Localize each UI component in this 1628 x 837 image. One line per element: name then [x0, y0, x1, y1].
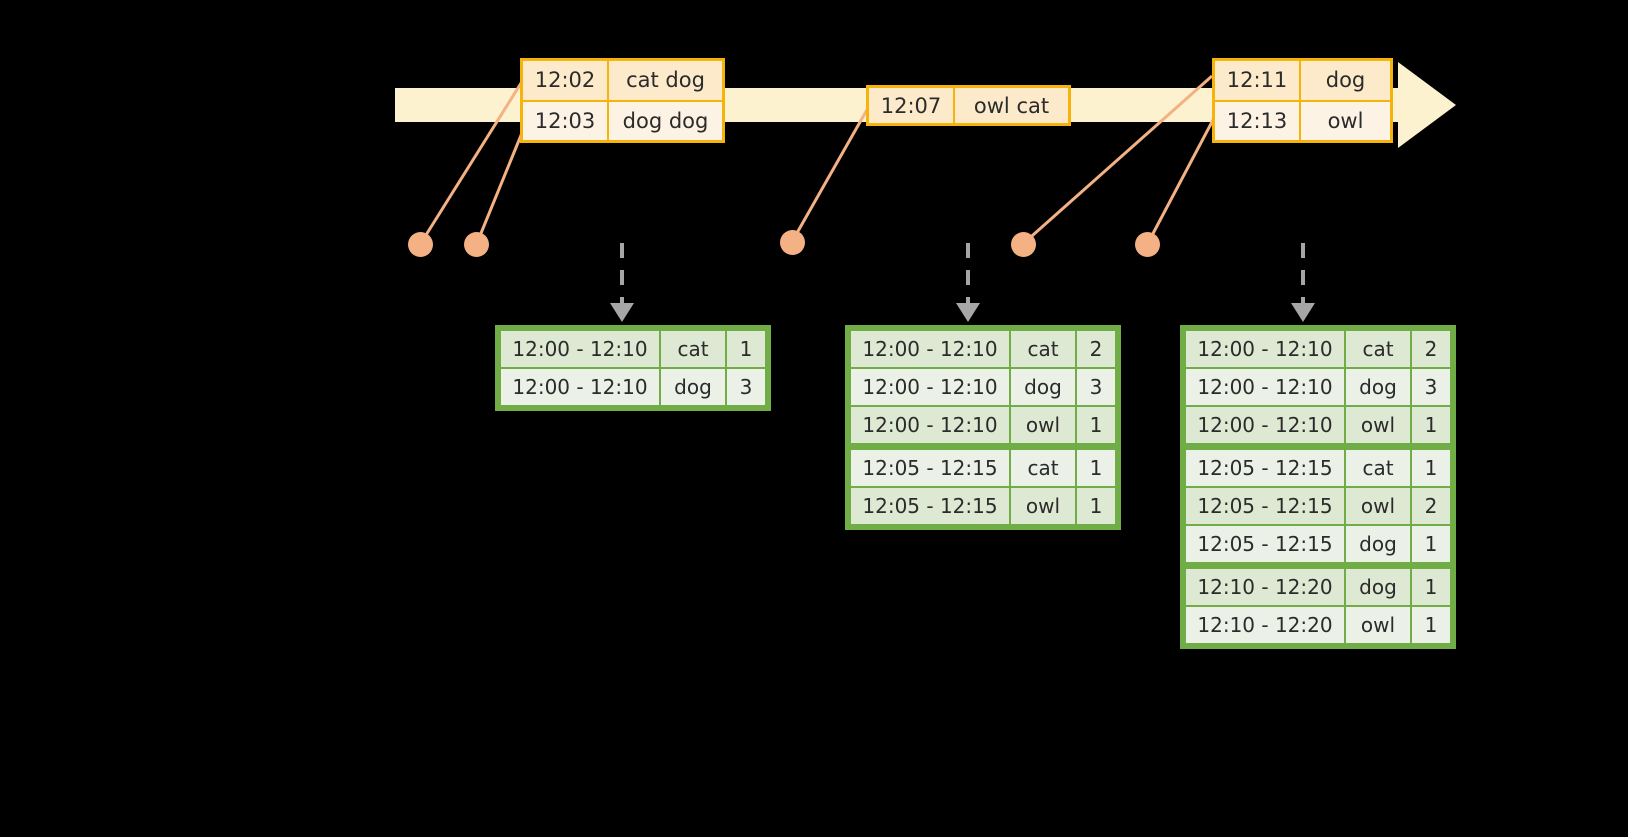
event-marker-dot [464, 232, 489, 257]
count-cell: 3 [1412, 369, 1450, 405]
count-cell: 1 [1412, 450, 1450, 486]
window-cell: 12:05 - 12:15 [1186, 488, 1344, 524]
word-cell: dog [1346, 569, 1410, 605]
event-box-1: 12:02 cat dog 12:03 dog dog [520, 58, 725, 143]
count-cell: 3 [727, 369, 765, 405]
window-cell: 12:00 - 12:10 [851, 331, 1009, 367]
count-cell: 3 [1077, 369, 1115, 405]
word-cell: owl [1346, 488, 1410, 524]
event-time: 12:07 [869, 88, 955, 123]
event-words: cat dog [626, 68, 705, 93]
event-time: 12:02 [523, 61, 609, 100]
window-cell: 12:10 - 12:20 [1186, 569, 1344, 605]
word-cell: owl [1011, 407, 1075, 443]
window-cell: 12:00 - 12:10 [851, 369, 1009, 405]
word-cell: cat [1011, 450, 1075, 486]
word-cell: dog [1346, 526, 1410, 562]
window-cell: 12:00 - 12:10 [501, 331, 659, 367]
word-cell: owl [1346, 407, 1410, 443]
window-cell: 12:00 - 12:10 [1186, 407, 1344, 443]
count-cell: 1 [727, 331, 765, 367]
word-cell: cat [661, 331, 725, 367]
event-box-2: 12:07 owl cat [866, 85, 1071, 126]
event-box-3: 12:11 dog 12:13 owl [1212, 58, 1393, 143]
count-cell: 1 [1077, 450, 1115, 486]
count-cell: 1 [1412, 569, 1450, 605]
word-cell: owl [1346, 607, 1410, 643]
word-cell: cat [1011, 331, 1075, 367]
count-cell: 1 [1412, 407, 1450, 443]
count-cell: 1 [1412, 607, 1450, 643]
event-row: 12:11 dog [1215, 61, 1390, 102]
word-cell: dog [661, 369, 725, 405]
window-cell: 12:05 - 12:15 [1186, 450, 1344, 486]
count-cell: 1 [1077, 488, 1115, 524]
event-row: 12:07 owl cat [869, 88, 1068, 123]
window-cell: 12:05 - 12:15 [851, 488, 1009, 524]
event-words: dog [1325, 68, 1366, 93]
word-cell: owl [1011, 488, 1075, 524]
event-time: 12:03 [523, 101, 609, 140]
window-cell: 12:05 - 12:15 [1186, 526, 1344, 562]
event-row: 12:13 owl [1215, 101, 1390, 140]
count-cell: 2 [1412, 331, 1450, 367]
event-words: dog dog [622, 108, 709, 133]
event-words: owl [1327, 108, 1364, 133]
window-cell: 12:00 - 12:10 [851, 407, 1009, 443]
count-cell: 1 [1077, 407, 1115, 443]
event-row: 12:03 dog dog [523, 101, 722, 140]
event-marker-dot [780, 230, 805, 255]
window-cell: 12:00 - 12:10 [1186, 369, 1344, 405]
window-cell: 12:00 - 12:10 [501, 369, 659, 405]
event-time: 12:13 [1215, 101, 1301, 140]
count-cell: 1 [1412, 526, 1450, 562]
event-marker-dot [408, 232, 433, 257]
window-cell: 12:10 - 12:20 [1186, 607, 1344, 643]
word-cell: cat [1346, 331, 1410, 367]
word-cell: dog [1011, 369, 1075, 405]
event-time: 12:11 [1215, 61, 1301, 100]
window-cell: 12:05 - 12:15 [851, 450, 1009, 486]
event-marker-dot [1011, 232, 1036, 257]
count-cell: 2 [1412, 488, 1450, 524]
event-marker-dot [1135, 232, 1160, 257]
word-cell: cat [1346, 450, 1410, 486]
timeline-arrowhead-icon [1398, 62, 1456, 148]
count-cell: 2 [1077, 331, 1115, 367]
event-words: owl cat [973, 93, 1050, 118]
window-cell: 12:00 - 12:10 [1186, 331, 1344, 367]
word-cell: dog [1346, 369, 1410, 405]
event-row: 12:02 cat dog [523, 61, 722, 102]
